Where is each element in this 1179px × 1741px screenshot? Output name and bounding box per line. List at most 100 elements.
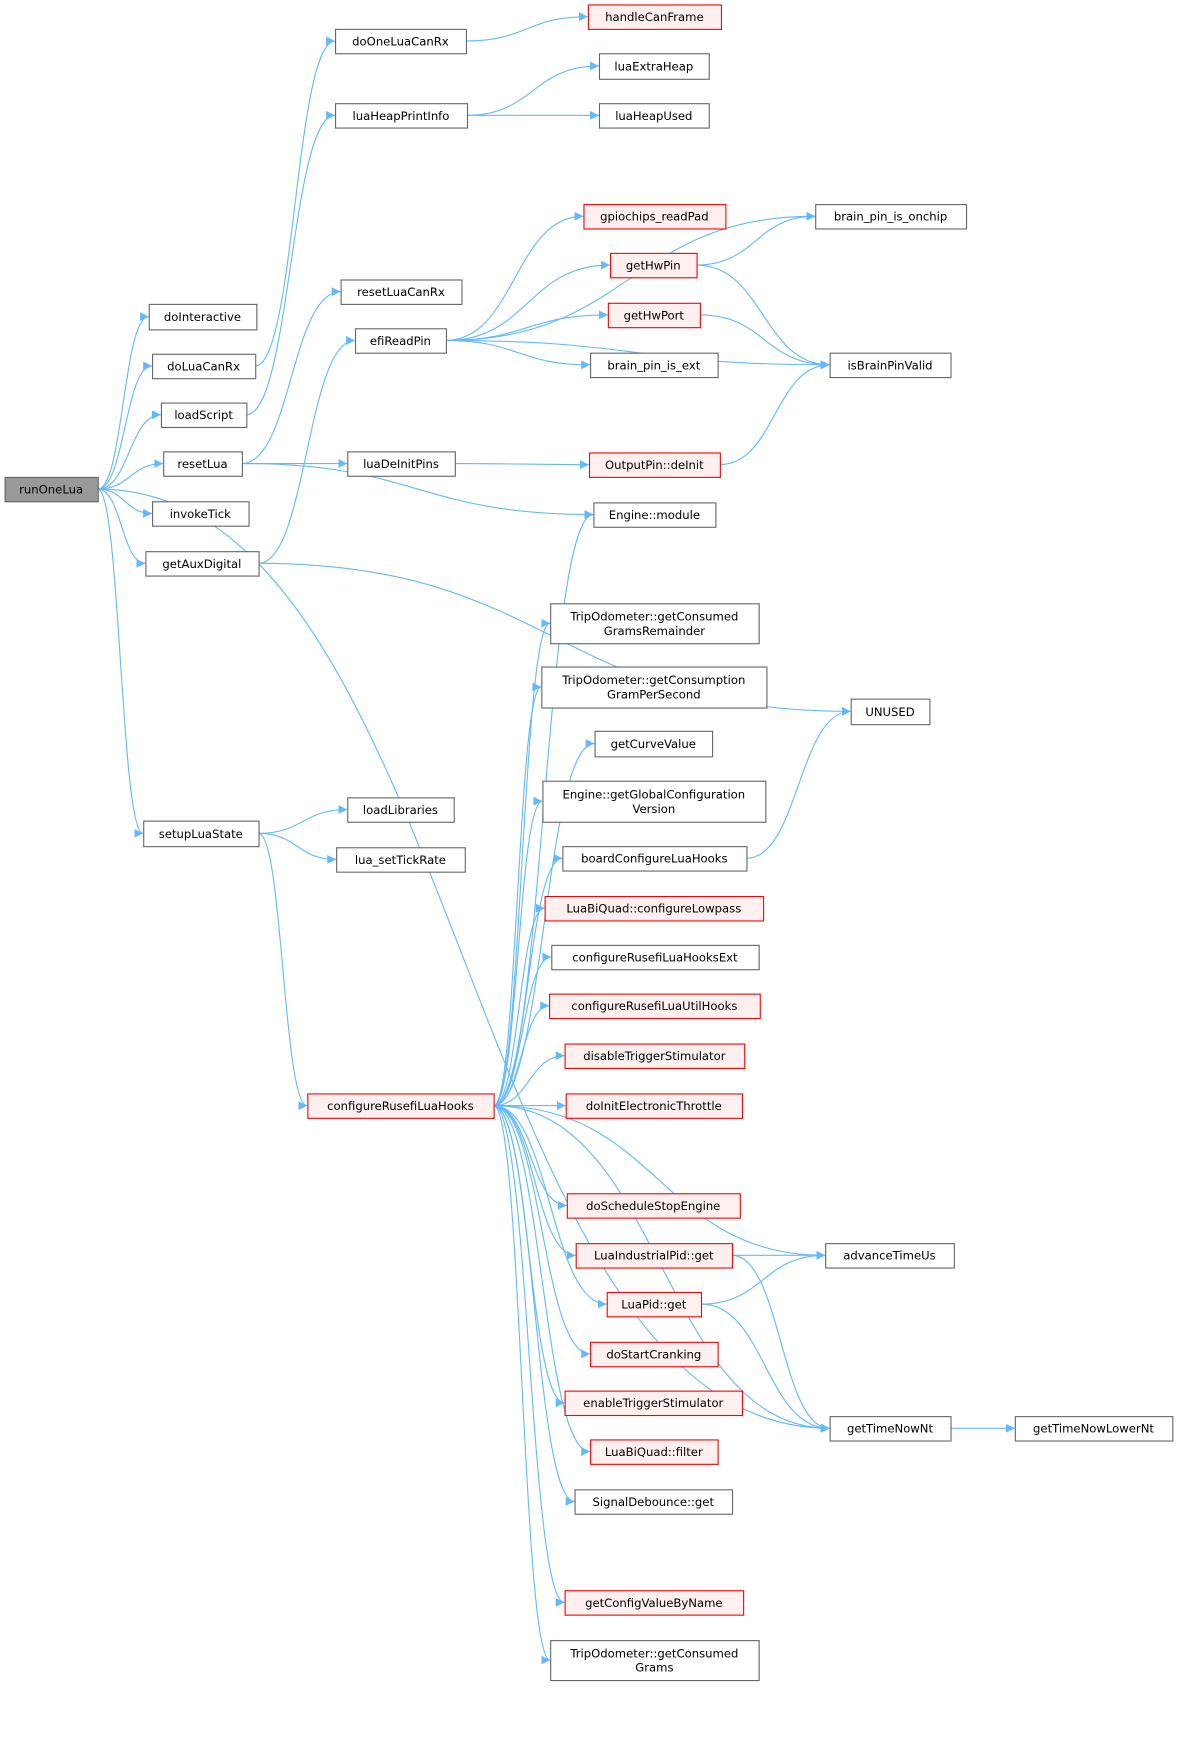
node-box [336,847,466,873]
node-get-hw-pin[interactable]: getHwPin [610,252,698,279]
edge-configure-rusefi-lua-hooks-to-do-start-cranking [493,1105,591,1359]
node-lua-industrial-pid-get[interactable]: LuaIndustrialPid::get [575,1243,734,1269]
node-label: LuaIndustrialPid::get [594,1249,714,1263]
node-label: TripOdometer::getConsumption [561,673,745,687]
node-invoke-tick[interactable]: invokeTick [152,501,250,527]
node-label: enableTriggerStimulator [583,1396,723,1410]
node-box [145,551,260,577]
node-lua-bi-quad-filter[interactable]: LuaBiQuad::filter [590,1439,719,1465]
node-label: getTimeNowLowerNt [1033,1422,1154,1436]
node-label: gpiochips_readPad [600,210,709,224]
node-get-time-now-lower-nt[interactable]: getTimeNowLowerNt [1014,1416,1174,1442]
node-box [160,402,248,429]
node-box [590,1439,719,1465]
node-reset-lua-can-rx[interactable]: resetLuaCanRx [340,279,463,305]
node-label: OutputPin::deInit [605,458,704,472]
nodes-layer: runOneLua doInteractive doLuaCanRx loadScri… [4,4,1174,1682]
node-label: getCurveValue [611,737,696,751]
edge-setup-lua-state-to-load-libraries [258,805,348,834]
node-box [152,501,250,527]
node-reset-lua[interactable]: resetLua [163,451,243,477]
node-is-brain-pin-valid[interactable]: isBrainPinValid [829,352,952,379]
node-lua-extra-heap[interactable]: luaExtraHeap [598,53,710,80]
node-box [590,352,719,379]
edge-configure-rusefi-lua-hooks-to-lua-bi-quad-filter [493,1105,591,1456]
node-unused[interactable]: UNUSED [850,698,931,726]
edge-configure-rusefi-lua-hooks-to-configure-rusefi-lua-hooks-ext [493,952,552,1107]
node-box [550,603,760,645]
node-efi-read-pin[interactable]: efiReadPin [354,328,448,354]
node-box [551,944,760,971]
edge-configure-rusefi-lua-hooks-to-board-configure-lua-hooks [493,853,563,1107]
edge-configure-rusefi-lua-hooks-to-configure-rusefi-lua-util-hooks [493,1001,550,1107]
node-configure-rusefi-lua-hooks[interactable]: configureRusefiLuaHooks [307,1093,495,1119]
node-box [588,452,721,478]
node-handle-can-frame[interactable]: handleCanFrame [587,4,723,30]
edge-reset-lua-to-reset-lua-can-rx [241,287,341,465]
node-lua-pid-get[interactable]: LuaPid::get [606,1291,703,1318]
node-box [564,1390,744,1417]
node-load-script[interactable]: loadScript [160,402,248,429]
node-enable-trigger-stimulator[interactable]: enableTriggerStimulator [564,1390,744,1417]
node-box [850,698,931,726]
node-box [562,846,748,872]
node-lua-bi-quad-configure-lowpass[interactable]: LuaBiQuad::configureLowpass [544,896,765,922]
node-disable-trigger-stimulator[interactable]: disableTriggerStimulator [564,1043,746,1069]
node-get-time-now-nt[interactable]: getTimeNowNt [829,1416,952,1442]
node-brain-pin-is-onchip[interactable]: brain_pin_is_onchip [815,204,968,230]
node-run-one-lua[interactable]: runOneLua [4,476,99,503]
node-configure-rusefi-lua-util-hooks[interactable]: configureRusefiLuaUtilHooks [549,993,761,1020]
node-load-libraries[interactable]: loadLibraries [347,797,455,823]
node-do-one-lua-can-rx[interactable]: doOneLuaCanRx [335,28,467,55]
edge-run-one-lua-to-do-lua-can-rx [97,361,153,490]
node-label: Grams [635,1661,673,1675]
node-box [549,993,761,1020]
node-label: resetLuaCanRx [357,285,445,299]
node-label: setupLuaState [159,827,243,841]
node-do-lua-can-rx[interactable]: doLuaCanRx [152,353,257,380]
node-get-curve-value[interactable]: getCurveValue [594,730,714,758]
node-box [587,4,723,30]
edge-configure-rusefi-lua-hooks-to-get-config-value-by-name [493,1105,565,1607]
node-do-interactive[interactable]: doInteractive [148,303,258,331]
node-get-aux-digital[interactable]: getAuxDigital [145,551,260,577]
node-label: GramsRemainder [604,624,706,638]
node-output-pin-de-init[interactable]: OutputPin::deInit [588,452,721,478]
node-engine-module[interactable]: Engine::module [593,502,717,528]
node-box [143,820,260,848]
node-label: luaExtraHeap [614,59,693,73]
node-get-config-value-by-name[interactable]: getConfigValueByName [564,1590,745,1616]
node-board-configure-lua-hooks[interactable]: boardConfigureLuaHooks [562,846,748,872]
node-gpiochips-read-pad[interactable]: gpiochips_readPad [583,204,727,230]
node-box [566,1193,741,1219]
node-label: configureRusefiLuaHooksExt [572,950,738,964]
edge-run-one-lua-to-setup-lua-state [97,488,144,838]
node-box [4,476,99,503]
node-box [583,204,727,230]
node-lua-set-tick-rate[interactable]: lua_setTickRate [336,847,466,873]
node-signal-debounce-get[interactable]: SignalDebounce::get [574,1489,734,1515]
node-brain-pin-is-ext[interactable]: brain_pin_is_ext [590,352,719,379]
edge-get-hw-pin-to-brain-pin-is-onchip [696,211,816,266]
node-get-hw-port[interactable]: getHwPort [607,302,701,329]
node-box [565,1093,744,1119]
edge-output-pin-de-init-to-is-brain-pin-valid [719,360,830,466]
node-do-start-cranking[interactable]: doStartCranking [590,1341,719,1368]
node-lua-heap-used[interactable]: luaHeapUsed [598,103,710,129]
node-setup-lua-state[interactable]: setupLuaState [143,820,260,848]
node-do-schedule-stop-engine[interactable]: doScheduleStopEngine [566,1193,741,1219]
node-box [575,1243,734,1269]
node-lua-heap-print-info[interactable]: luaHeapPrintInfo [335,103,469,129]
node-do-init-electronic-throttle[interactable]: doInitElectronicThrottle [565,1093,744,1119]
node-label: configureRusefiLuaUtilHooks [571,999,737,1013]
node-box [564,1590,745,1616]
node-trip-odometer-get-consumption-gram-per-second[interactable]: TripOdometer::getConsumptionGramPerSecon… [541,666,768,709]
node-advance-time-us[interactable]: advanceTimeUs [825,1243,955,1269]
node-configure-rusefi-lua-hooks-ext[interactable]: configureRusefiLuaHooksExt [551,944,760,971]
node-lua-de-init-pins[interactable]: luaDeInitPins [347,451,456,477]
node-label: getConfigValueByName [585,1596,722,1610]
